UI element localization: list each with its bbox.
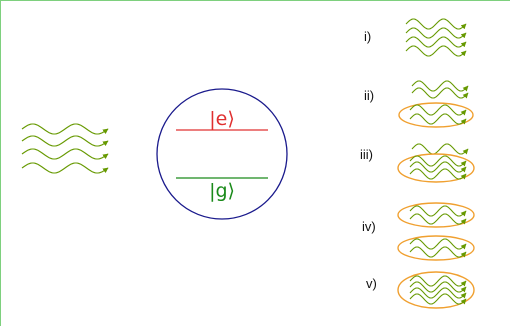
photon-wave: [409, 275, 467, 287]
photon-group-ellipse: [397, 202, 475, 228]
case-label-i: i): [364, 29, 371, 44]
photon-group-ellipse: [398, 102, 474, 128]
photon-wave: [21, 162, 109, 174]
photon-wave: [409, 161, 467, 173]
photon-group-ellipse: [397, 271, 475, 309]
photon-wave: [409, 213, 467, 225]
case-iv-photons: [397, 202, 475, 261]
photon-wave: [411, 80, 469, 92]
case-v-photons: [397, 271, 475, 309]
photon-wave: [409, 168, 467, 180]
photon-wave: [411, 143, 469, 155]
case-label-iv: iv): [362, 219, 376, 234]
photon-wave: [21, 123, 109, 135]
photon-wave: [21, 135, 109, 147]
incoming-photon-beam: [21, 123, 109, 174]
photon-wave: [409, 281, 467, 293]
photon-wave: [405, 45, 467, 57]
case-iii-photons: [397, 143, 475, 183]
photon-wave: [21, 148, 109, 160]
photon-group-ellipse: [397, 153, 475, 183]
photon-wave: [409, 113, 467, 125]
photon-wave: [409, 205, 467, 217]
photon-wave: [411, 87, 469, 99]
photon-wave: [409, 246, 467, 258]
excited-state-label: |e⟩: [209, 108, 235, 130]
case-ii-photons: [398, 80, 474, 128]
photon-wave: [409, 104, 467, 116]
atom: |e⟩ |g⟩: [156, 88, 288, 220]
photon-group-ellipse: [397, 235, 475, 261]
photon-wave: [409, 155, 467, 167]
photon-wave: [409, 238, 467, 250]
photon-wave: [405, 27, 467, 39]
ground-state-label: |g⟩: [209, 180, 235, 202]
case-label-iii: iii): [360, 147, 373, 162]
photon-wave: [409, 293, 467, 305]
photon-wave: [409, 287, 467, 299]
case-label-v: v): [366, 276, 377, 291]
case-label-ii: ii): [364, 88, 374, 103]
case-i-photons: [405, 18, 467, 57]
atom-circle: [156, 88, 288, 220]
photon-wave: [405, 18, 467, 30]
photon-wave: [405, 36, 467, 48]
